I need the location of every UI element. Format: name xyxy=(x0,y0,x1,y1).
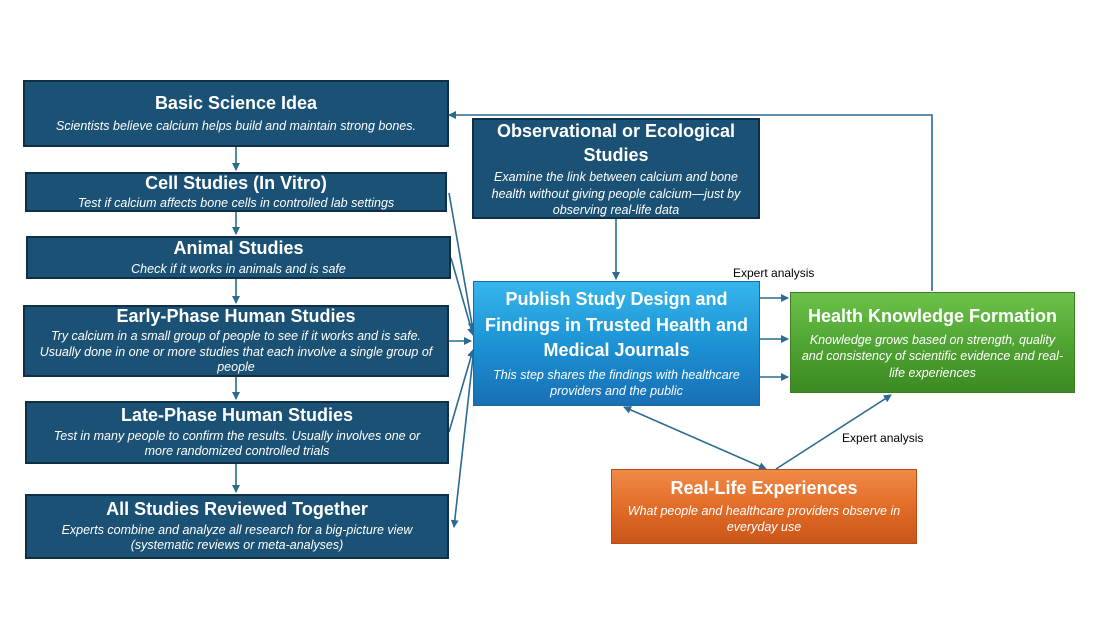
late-phase-box: Late-Phase Human Studies Test in many pe… xyxy=(25,401,449,464)
arrow-real-life-to-health xyxy=(775,394,892,470)
basic-science-box: Basic Science Idea Scientists believe ca… xyxy=(23,80,449,147)
arrow-animal-to-publish xyxy=(450,257,475,336)
health-knowledge-title: Health Knowledge Formation xyxy=(807,306,1057,327)
arrow-cell-to-publish xyxy=(448,192,476,331)
all-studies-title: All Studies Reviewed Together xyxy=(106,499,368,520)
all-studies-desc: Experts combine and analyze all research… xyxy=(61,522,413,553)
arrow-publish-real-life xyxy=(623,406,767,470)
early-phase-title: Early-Phase Human Studies xyxy=(116,306,356,327)
early-phase-desc: Try calcium in a small group of people t… xyxy=(39,328,433,375)
late-phase-title: Late-Phase Human Studies xyxy=(120,405,354,426)
expert-analysis-label-bottom: Expert analysis xyxy=(842,431,924,445)
observational-title: Observational or Ecological Studies xyxy=(496,120,736,166)
cell-studies-box: Cell Studies (In Vitro) Test if calcium … xyxy=(25,172,447,212)
basic-science-desc: Scientists believe calcium helps build a… xyxy=(56,118,416,133)
all-studies-box: All Studies Reviewed Together Experts co… xyxy=(25,494,449,559)
expert-analysis-label-top: Expert analysis xyxy=(733,266,815,280)
arrow-all-to-publish xyxy=(450,356,474,528)
health-knowledge-desc: Knowledge grows based on strength, quali… xyxy=(801,333,1064,380)
arrow-health-to-basic xyxy=(448,111,933,291)
arrow-late-to-publish xyxy=(448,349,475,433)
animal-studies-box: Animal Studies Check if it works in anim… xyxy=(26,236,451,279)
observational-box: Observational or Ecological Studies Exam… xyxy=(472,118,760,219)
late-phase-desc: Test in many people to confirm the resul… xyxy=(53,428,421,459)
early-phase-box: Early-Phase Human Studies Try calcium in… xyxy=(23,305,449,377)
real-life-title: Real-Life Experiences xyxy=(670,477,858,498)
cell-studies-title: Cell Studies (In Vitro) xyxy=(145,173,327,194)
publish-title: Publish Study Design and Findings in Tru… xyxy=(484,289,748,360)
publish-desc: This step shares the findings with healt… xyxy=(493,368,740,399)
real-life-box: Real-Life Experiences What people and he… xyxy=(611,469,917,544)
publish-box: Publish Study Design and Findings in Tru… xyxy=(473,281,760,406)
cell-studies-desc: Test if calcium affects bone cells in co… xyxy=(77,195,395,210)
animal-studies-title: Animal Studies xyxy=(173,238,304,259)
health-knowledge-box: Health Knowledge Formation Knowledge gro… xyxy=(790,292,1075,393)
basic-science-title: Basic Science Idea xyxy=(154,93,318,114)
observational-desc: Examine the link between calcium and bon… xyxy=(491,170,741,217)
real-life-desc: What people and healthcare providers obs… xyxy=(627,503,901,534)
animal-studies-desc: Check if it works in animals and is safe xyxy=(131,261,346,276)
